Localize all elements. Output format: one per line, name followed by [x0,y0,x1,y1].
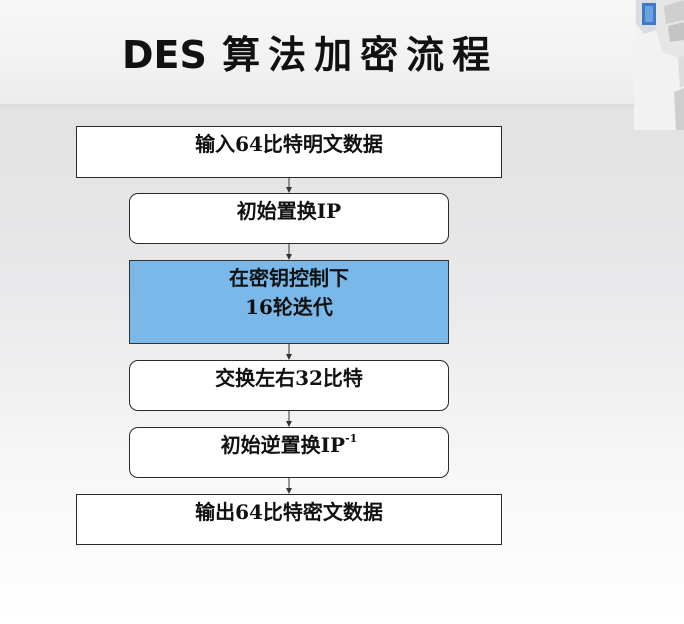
step-inverse-permutation: 初始逆置换IP-1 [129,427,449,478]
title-band [0,0,684,104]
step-output-ciphertext: 输出64比特密文数据 [76,494,502,545]
step-initial-permutation-label: 初始置换IP [236,199,342,223]
step-inverse-permutation-label: 初始逆置换IP [220,433,346,457]
step-swap-label: 交换左右32比特 [215,366,363,390]
step-rounds-line1: 在密钥控制下 [229,266,349,290]
step-rounds-line2: 16轮迭代 [245,295,333,319]
title-band-shadow [0,104,684,112]
step-16-rounds: 在密钥控制下 16轮迭代 [129,260,449,344]
title-latin: DES [122,33,207,77]
step-output-label: 输出64比特密文数据 [195,500,383,524]
step-input-plaintext: 输入64比特明文数据 [76,126,502,178]
page-title: DES 算法加密流程 [122,24,499,77]
inverse-superscript: -1 [345,432,358,446]
step-input-label: 输入64比特明文数据 [195,132,383,156]
step-initial-permutation: 初始置换IP [129,193,449,244]
staircase-decoration-icon [634,0,684,130]
title-cjk: 算法加密流程 [222,32,499,77]
step-swap-halves: 交换左右32比特 [129,360,449,411]
